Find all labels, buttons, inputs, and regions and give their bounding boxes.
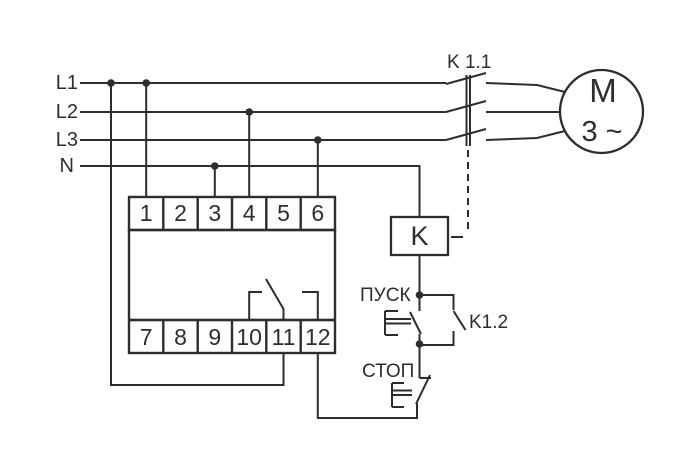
k11-gang-bars bbox=[465, 75, 471, 146]
terminal-4: 4 bbox=[243, 200, 256, 226]
motor-symbol: M bbox=[589, 72, 617, 109]
stop-actuator bbox=[391, 382, 412, 408]
junction-dots bbox=[107, 79, 424, 348]
l1-label: L1 bbox=[56, 72, 78, 94]
power-rails bbox=[80, 82, 446, 217]
stop-button-label: СТОП bbox=[362, 361, 414, 382]
aux-contact-label: K1.2 bbox=[469, 312, 508, 333]
start-button-label: ПУСК bbox=[360, 285, 411, 306]
contactor-coil bbox=[389, 215, 450, 311]
junction-start-top bbox=[415, 291, 424, 299]
terminal-9: 9 bbox=[208, 324, 221, 350]
motor-leads bbox=[485, 68, 645, 155]
terminal-2: 2 bbox=[174, 200, 187, 226]
aux-contact-k12 bbox=[419, 294, 467, 346]
k12-top-bracket bbox=[419, 294, 455, 310]
terminal-6: 6 bbox=[311, 200, 324, 226]
stop-button-contact bbox=[391, 374, 431, 408]
device-body bbox=[127, 228, 337, 322]
external-wiring bbox=[110, 83, 418, 419]
l2-label: L2 bbox=[56, 101, 78, 123]
contact-11-blade bbox=[265, 278, 285, 320]
junction-n-t3 bbox=[211, 162, 219, 170]
main-contacts-label: K 1.1 bbox=[447, 52, 491, 73]
junction-start-bottom bbox=[415, 340, 424, 348]
internal-relay-contact bbox=[248, 278, 319, 320]
terminal-11: 11 bbox=[272, 324, 296, 350]
terminal-3: 3 bbox=[208, 200, 221, 226]
terminal-12: 12 bbox=[305, 324, 331, 350]
motor-lead-l1 bbox=[485, 82, 566, 93]
coil-label: K bbox=[410, 221, 428, 251]
wire-terminal-12-to-stop bbox=[316, 353, 418, 419]
main-contacts-k11 bbox=[445, 72, 487, 238]
motor-circle bbox=[558, 68, 645, 155]
relay-device bbox=[127, 195, 337, 355]
labels: L1 L2 L3 N K 1.1 K1.2 K M 3 ~ ПУСК СТОП … bbox=[56, 52, 623, 382]
k12-blade bbox=[452, 310, 467, 331]
terminal-8: 8 bbox=[174, 324, 187, 350]
n-label: N bbox=[60, 155, 74, 177]
terminal-1: 1 bbox=[140, 200, 153, 226]
motor-lead-l3 bbox=[485, 130, 566, 141]
start-actuator bbox=[384, 310, 411, 336]
motor-phase: 3 ~ bbox=[581, 116, 622, 148]
k12-bottom-bracket bbox=[419, 331, 455, 346]
stop-blade bbox=[415, 374, 431, 405]
bottom-terminal-labels: 7 8 9 10 11 12 bbox=[140, 324, 331, 350]
terminal-separators bbox=[162, 197, 302, 353]
start-blade bbox=[409, 311, 422, 335]
top-terminal-labels: 1 2 3 4 5 6 bbox=[140, 200, 324, 226]
terminal-5: 5 bbox=[277, 200, 290, 226]
junction-l1-t1 bbox=[142, 79, 150, 87]
terminal-7: 7 bbox=[140, 324, 153, 350]
terminal-feeders bbox=[145, 83, 319, 197]
contact-12-bracket bbox=[302, 291, 319, 320]
junction-l1-outer bbox=[107, 79, 115, 87]
terminal-10: 10 bbox=[236, 324, 262, 350]
junction-l3-t6 bbox=[314, 136, 322, 144]
junction-l2-t4 bbox=[245, 108, 253, 116]
wire-l1-to-terminal-11 bbox=[110, 83, 285, 386]
contact-10-bracket bbox=[248, 291, 262, 320]
n-line bbox=[80, 165, 421, 217]
l3-label: L3 bbox=[56, 129, 78, 151]
